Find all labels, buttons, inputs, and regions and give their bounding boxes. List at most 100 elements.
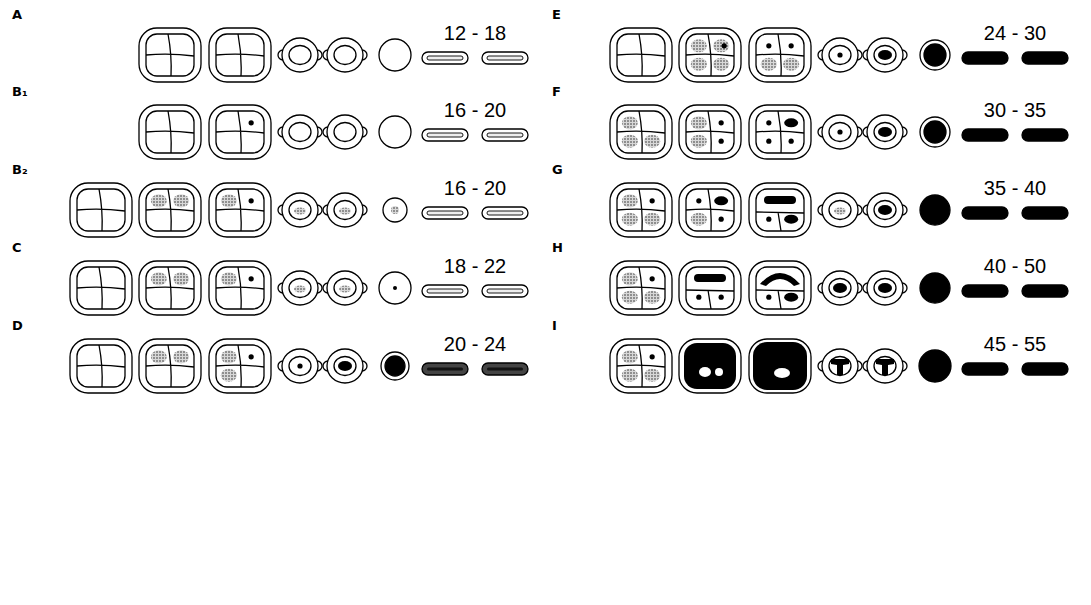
molar-outline	[209, 105, 271, 159]
occlusal-outline	[146, 189, 194, 231]
occlusal-outline	[829, 123, 851, 142]
premolar-outline	[867, 38, 903, 72]
worn-enamel	[622, 369, 638, 382]
dentine-dot	[837, 129, 842, 134]
premolar-outline	[822, 115, 858, 149]
dentine-patch	[784, 293, 798, 302]
incisor-outline	[482, 285, 528, 297]
dentine-dot	[789, 139, 794, 144]
incisor-outline	[1022, 207, 1068, 219]
molar-outline	[679, 105, 741, 159]
incisal-edge	[487, 56, 523, 60]
premolar-outline	[867, 349, 903, 383]
incisor-outline	[422, 52, 468, 64]
occlusal-outline	[146, 267, 194, 309]
occlusal-outline	[756, 267, 804, 309]
stage-letter: G	[552, 163, 563, 177]
worn-enamel	[339, 208, 351, 215]
dentine-dot	[696, 198, 701, 203]
fissure-line	[77, 345, 125, 387]
dentine-patch	[784, 215, 798, 224]
dentine-band	[764, 196, 796, 204]
dentine-dot	[719, 217, 724, 222]
occlusal-outline	[617, 345, 665, 387]
worn-enamel	[221, 272, 237, 285]
premolar-outline	[327, 115, 363, 149]
molar-outline	[139, 339, 201, 393]
canine-outline	[920, 117, 950, 147]
dentine-exposure	[753, 342, 807, 390]
worn-enamel	[151, 350, 167, 363]
canine-outline	[920, 195, 950, 225]
fissure-line	[756, 34, 804, 76]
worn-enamel	[691, 116, 707, 129]
dentine-dot	[650, 276, 655, 281]
molar-outline	[70, 261, 132, 315]
dentine-dot	[249, 120, 254, 125]
molar-outline	[749, 339, 811, 393]
occlusal-outline	[829, 279, 851, 298]
dentine-dot	[722, 43, 727, 48]
stage-letter: H	[552, 241, 563, 255]
premolar-outline	[867, 115, 903, 149]
occlusal-outline	[686, 111, 734, 153]
occlusal-outline	[289, 123, 311, 142]
dentine-patch	[924, 121, 946, 143]
stage-letter: D	[12, 319, 23, 333]
worn-enamel	[173, 194, 189, 207]
age-range: 35 - 40	[984, 177, 1046, 199]
occlusal-outline	[756, 189, 804, 231]
age-range: 24 - 30	[984, 22, 1046, 44]
fissure-line	[216, 189, 264, 231]
occlusal-outline	[829, 201, 851, 220]
fissure-line	[686, 34, 734, 76]
incisor-outline	[422, 129, 468, 141]
occlusal-outline	[77, 345, 125, 387]
molar-outline	[209, 339, 271, 393]
worn-enamel	[622, 135, 638, 148]
incisal-edge	[427, 289, 463, 293]
stage-letter: I	[552, 319, 557, 333]
incisal-edge	[487, 211, 523, 215]
worn-enamel	[622, 350, 638, 363]
dentine-dot	[650, 198, 655, 203]
premolar-outline	[327, 193, 363, 227]
occlusal-outline	[756, 34, 804, 76]
dentine-patch	[878, 205, 892, 215]
molar-outline	[209, 261, 271, 315]
dentine-dot	[393, 286, 397, 290]
fissure-line	[146, 267, 194, 309]
worn-enamel	[339, 286, 351, 293]
fissure-line	[756, 212, 804, 231]
fissure-line	[146, 34, 194, 76]
premolar-outline	[282, 193, 318, 227]
molar-outline	[610, 261, 672, 315]
dentine-patch	[784, 118, 798, 127]
occlusal-outline	[216, 189, 264, 231]
fissure-line	[146, 111, 194, 153]
worn-enamel	[834, 208, 846, 215]
worn-enamel	[294, 208, 306, 215]
occlusal-outline	[829, 357, 851, 376]
dentine-dot	[837, 52, 842, 57]
premolar-outline	[867, 193, 903, 227]
fissure-line	[617, 189, 665, 231]
premolar-outline	[327, 38, 363, 72]
occlusal-outline	[617, 111, 665, 153]
premolar-outline	[822, 271, 858, 305]
fissure-line	[617, 267, 665, 309]
occlusal-outline	[289, 357, 311, 376]
worn-enamel	[691, 213, 707, 226]
dentine-dot	[650, 354, 655, 359]
stage-letter: E	[552, 8, 561, 22]
age-range: 12 - 18	[444, 22, 506, 44]
incisor-outline	[1022, 52, 1068, 64]
premolar-outline	[867, 271, 903, 305]
occlusal-outline	[334, 201, 356, 220]
occlusal-outline	[874, 357, 896, 376]
dentine-patch	[831, 359, 849, 375]
dentine-dot	[719, 120, 724, 125]
dentine-dot	[249, 198, 254, 203]
fissure-line	[146, 189, 194, 231]
